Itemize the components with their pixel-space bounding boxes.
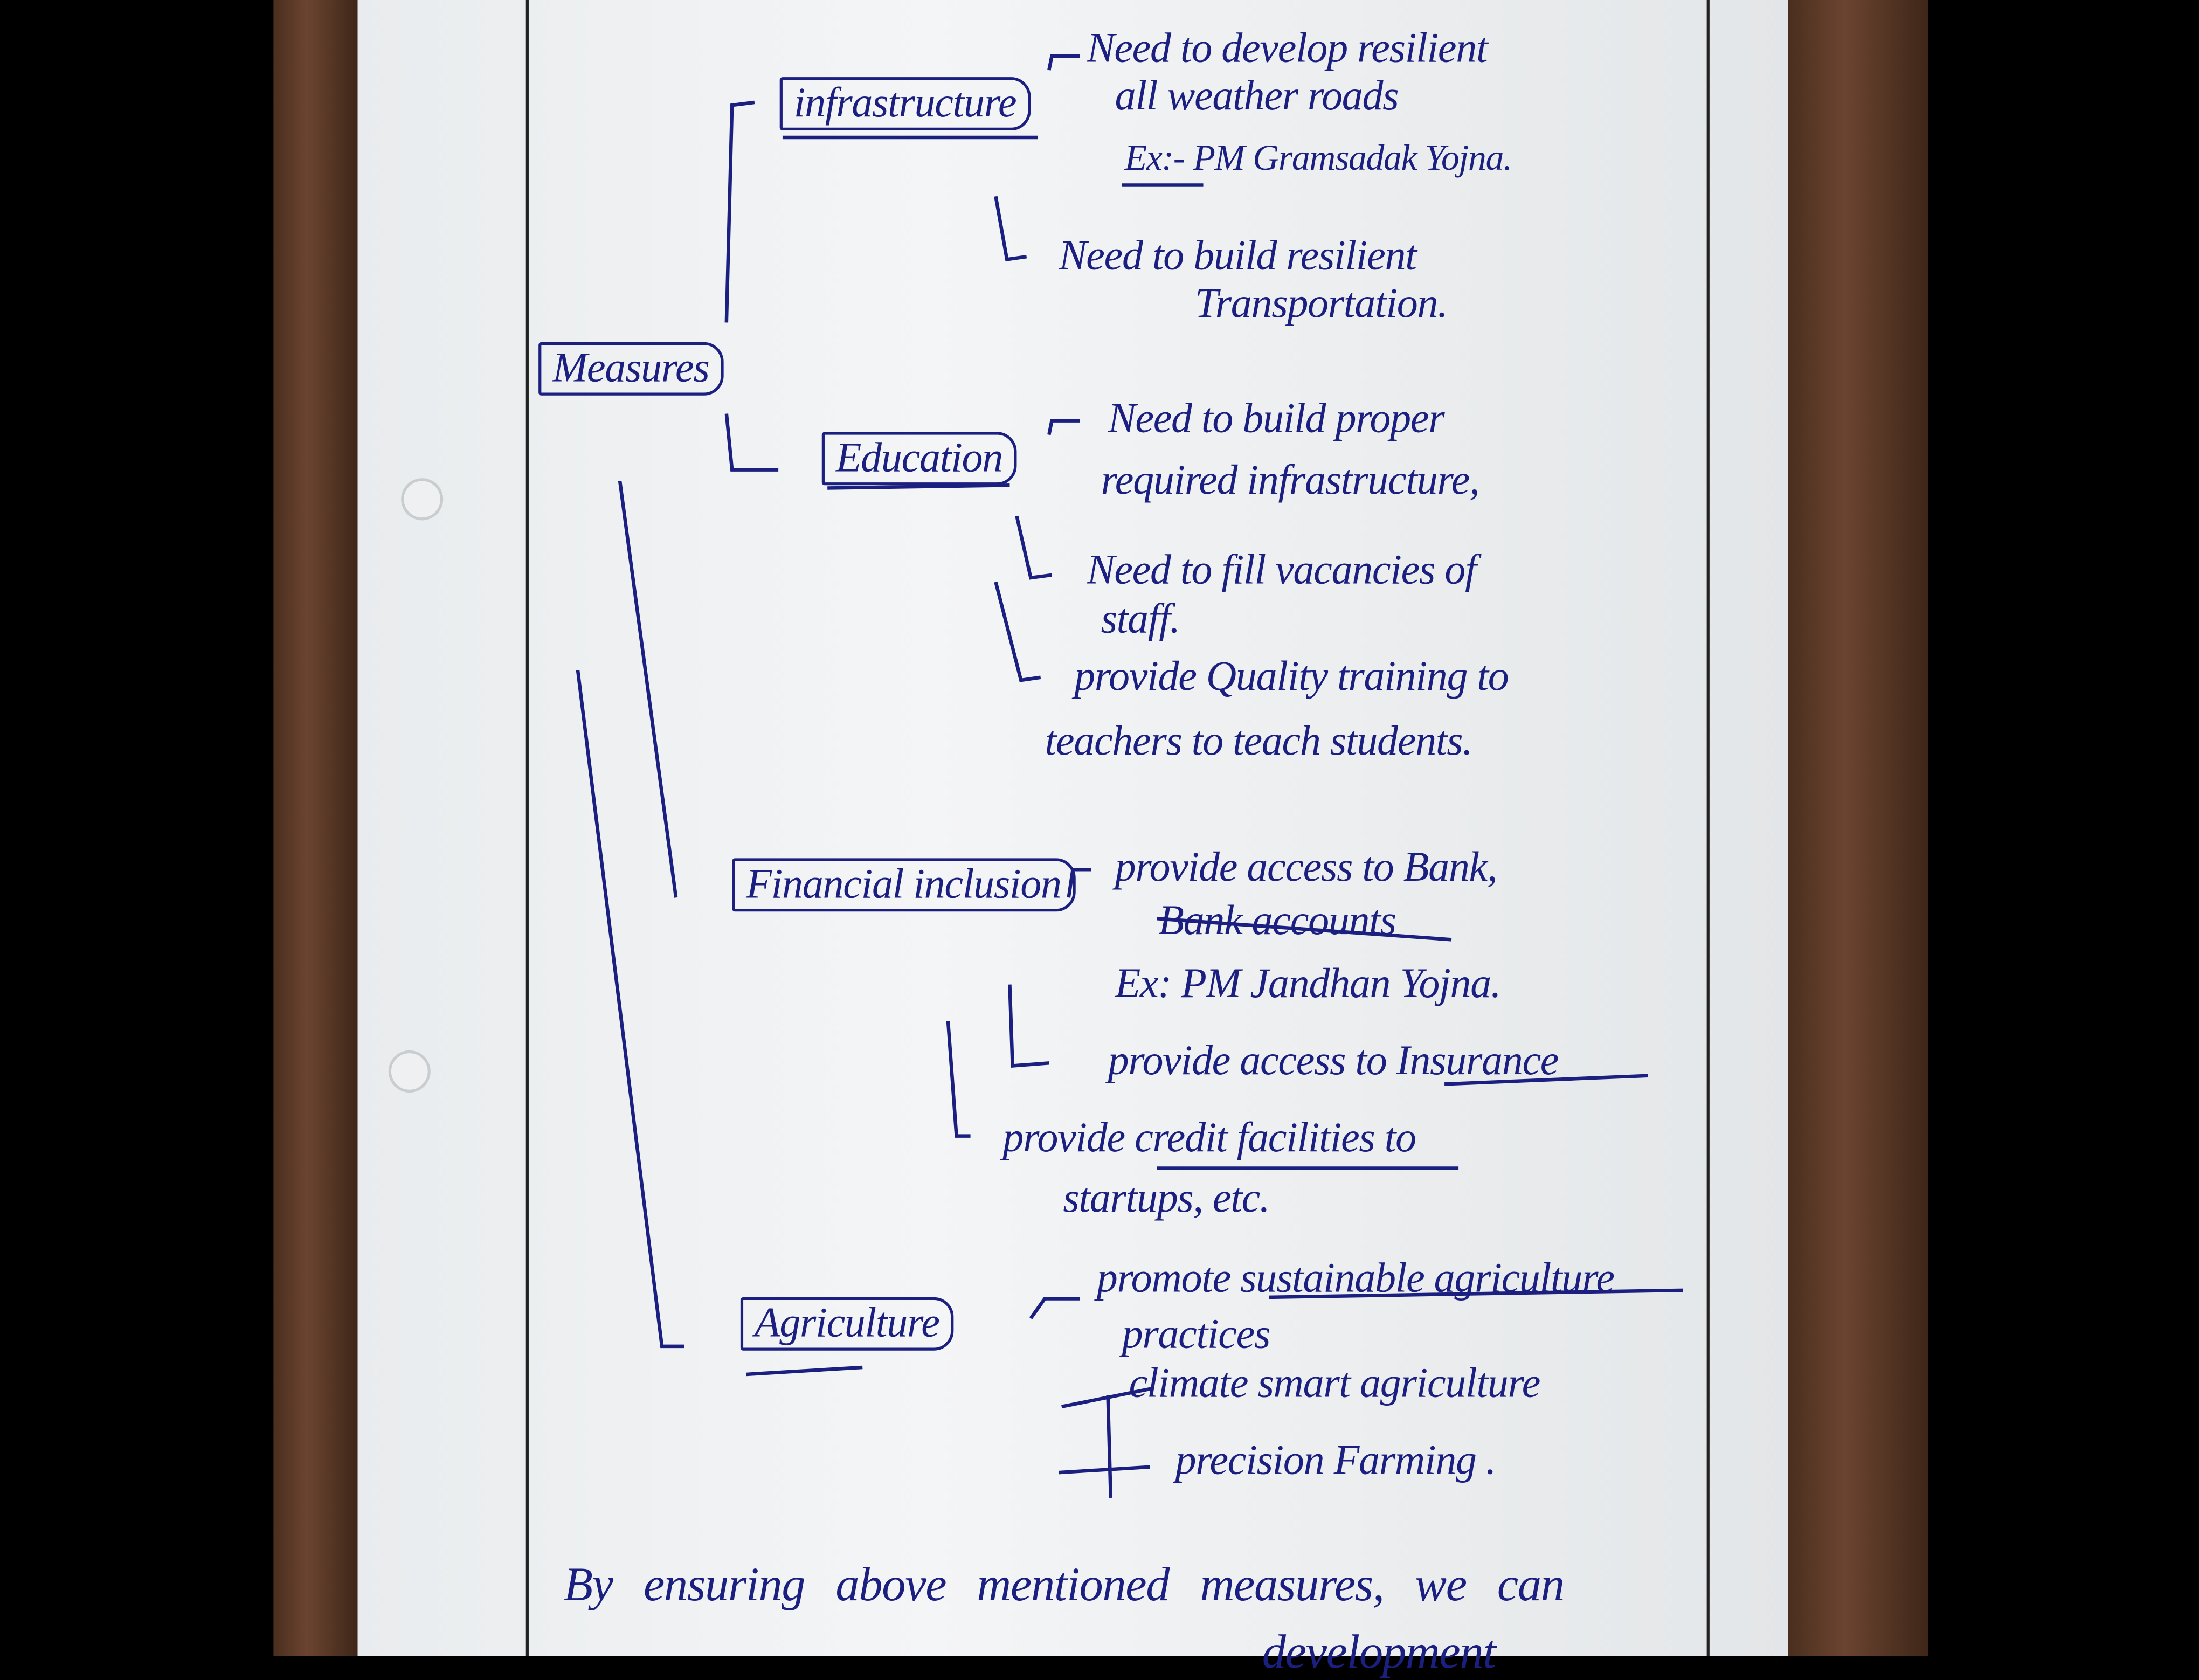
left-margin-line [525, 0, 528, 1656]
branch-education: Education [821, 432, 1016, 486]
branch-point: Ex:- PM Gramsadak Yojna. [1124, 137, 1512, 178]
right-margin-line [1706, 0, 1709, 1656]
branch-point: promote sustainable agriculture [1096, 1255, 1615, 1302]
branch-infrastructure: infrastructure [779, 77, 1031, 130]
branch-point: Ex: PM Jandhan Yojna. [1115, 960, 1502, 1007]
branch-point: Bank accounts [1158, 897, 1396, 944]
branch-point: provide access to Insurance [1108, 1038, 1559, 1084]
branch-point: provide credit facilities to [1002, 1115, 1416, 1162]
branch-point: required infrastructure, [1101, 457, 1480, 504]
branch-point: Need to build proper [1108, 395, 1445, 442]
punch-hole [388, 1050, 431, 1093]
branch-point: startups, etc. [1063, 1175, 1270, 1222]
branch-point: Transportation. [1194, 280, 1448, 327]
branch-point: provide access to Bank, [1115, 844, 1498, 891]
branch-point: teachers to teach students. [1045, 718, 1472, 765]
branch-point: practices [1122, 1311, 1271, 1358]
branch-point: climate smart agriculture [1129, 1360, 1541, 1407]
conclusion-line-2: development [1262, 1627, 1496, 1679]
wooden-table-left [273, 0, 358, 1656]
conclusion-line-1: By ensuring above mentioned measures, we… [564, 1559, 1565, 1612]
branch-point: staff. [1101, 596, 1181, 642]
branch-point: precision Farming . [1175, 1437, 1496, 1484]
branch-point: provide Quality training to [1074, 653, 1509, 700]
branch-financial-inclusion: Financial inclusion [732, 858, 1075, 912]
branch-point: all weather roads [1115, 73, 1399, 120]
wooden-table-right [1788, 0, 1928, 1656]
branch-point: Need to build resilient [1059, 232, 1417, 279]
branch-point: Need to fill vacancies of [1087, 547, 1477, 593]
branch-agriculture: Agriculture [740, 1297, 953, 1351]
root-node-measures: Measures [538, 342, 723, 396]
branch-point: Need to develop resilient [1087, 25, 1488, 72]
punch-hole [401, 478, 444, 521]
